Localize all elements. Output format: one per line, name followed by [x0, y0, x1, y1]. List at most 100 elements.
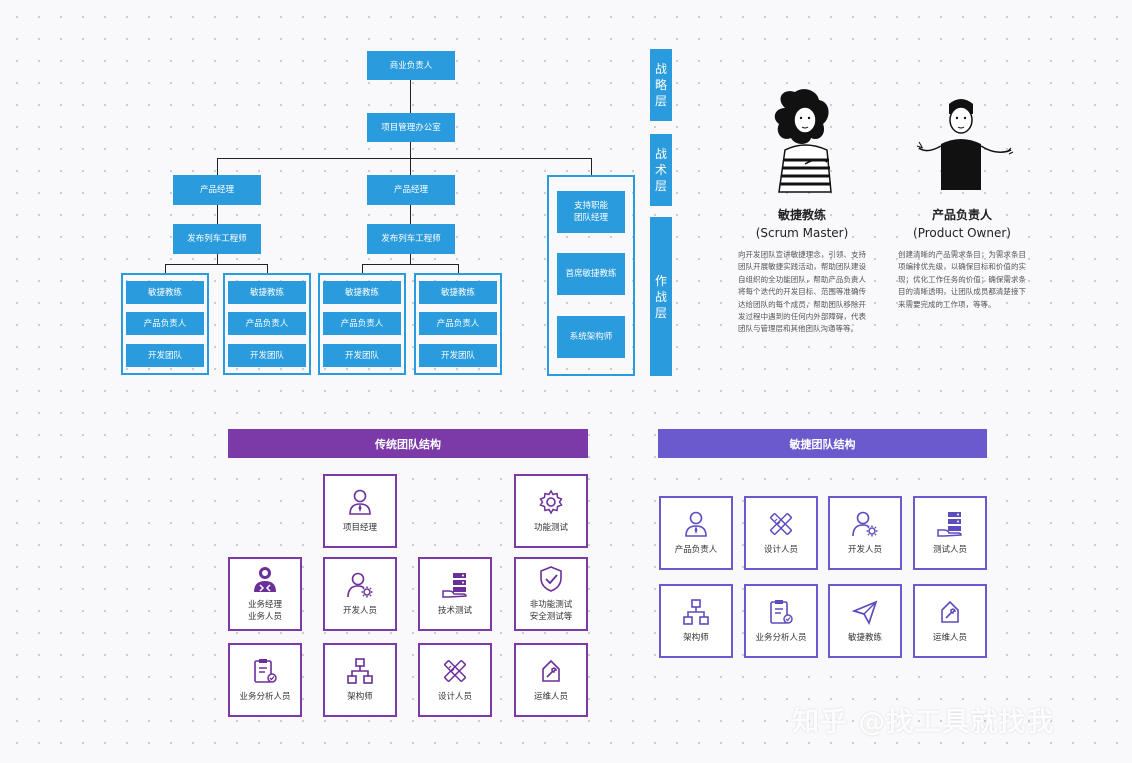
- server-hand-icon: [936, 510, 964, 538]
- connector: [410, 205, 411, 224]
- product-owner-description: 创建清晰的产品需求条目；为需求条目项编排优先级，以确保目标和价值的实现；优化工作…: [898, 250, 1026, 309]
- agile-card: 设计人员: [744, 496, 818, 570]
- layer-char: 战: [654, 147, 667, 161]
- card-label: 业务经理 业务人员: [247, 600, 282, 622]
- team-group: [318, 273, 406, 375]
- traditional-card: 功能测试: [514, 474, 588, 548]
- scrum-master-title: 敏捷教练: [777, 208, 826, 222]
- traditional-card: 技术测试: [418, 557, 492, 631]
- connector: [165, 264, 267, 265]
- card-label: 测试人员: [932, 545, 967, 555]
- team-group: [414, 273, 502, 375]
- team-item: 敏捷教练: [126, 281, 204, 304]
- org-node-pmo: 项目管理办公室: [367, 113, 455, 142]
- card-label: 开发人员: [847, 545, 882, 555]
- traditional-team-title: 传统团队结构: [228, 429, 588, 458]
- agile-card: 运维人员: [913, 584, 987, 658]
- layer-char: 术: [654, 163, 667, 177]
- card-label: 敏捷教练: [847, 633, 882, 643]
- traditional-card: 业务分析人员: [228, 643, 302, 717]
- org-node-mid-pm: 产品经理: [367, 175, 455, 205]
- card-label: 业务分析人员: [755, 633, 807, 643]
- person-tie-icon: [682, 510, 710, 538]
- layer-char: 略: [654, 78, 667, 92]
- server-hand-icon: [441, 571, 469, 599]
- traditional-card: 非功能测试 安全测试等: [514, 557, 588, 631]
- team-item: 敏捷教练: [419, 281, 497, 304]
- clipboard-icon: [767, 598, 795, 626]
- pencil-ruler-icon: [767, 510, 795, 538]
- product-owner-illustration: [916, 99, 1014, 190]
- agile-card: 架构师: [659, 584, 733, 658]
- card-label: 架构师: [683, 633, 709, 643]
- card-label: 非功能测试 安全测试等: [529, 600, 573, 622]
- agile-card: 敏捷教练: [828, 584, 902, 658]
- layer-operation: 作 战 层: [650, 217, 672, 376]
- shield-check-icon: [537, 565, 565, 593]
- connector: [217, 158, 591, 159]
- agile-card: 测试人员: [913, 496, 987, 570]
- paper-plane-icon: [851, 598, 879, 626]
- team-item: 开发团队: [228, 344, 306, 367]
- team-item: 开发团队: [323, 344, 401, 367]
- team-group: [121, 273, 209, 375]
- card-label: 运维人员: [932, 633, 967, 643]
- connector: [458, 264, 459, 273]
- layer-strategy: 战 略 层: [650, 49, 672, 121]
- connector: [410, 254, 411, 264]
- agile-card: 产品负责人: [659, 496, 733, 570]
- watermark: 知乎 @找工具就找我: [792, 707, 1055, 738]
- connector: [267, 264, 268, 273]
- support-item: 支持职能 团队经理: [557, 191, 625, 233]
- wrench-icon: [537, 657, 565, 685]
- product-owner-title: 产品负责人: [931, 208, 992, 222]
- clipboard-icon: [251, 657, 279, 685]
- traditional-card: 开发人员: [323, 557, 397, 631]
- team-group: [223, 273, 311, 375]
- traditional-card: 设计人员: [418, 643, 492, 717]
- layer-char: 战: [654, 62, 667, 76]
- card-label: 设计人员: [763, 545, 798, 555]
- connector: [362, 264, 458, 265]
- support-item: 首席敏捷教练: [557, 253, 625, 295]
- card-label: 技术测试: [437, 606, 472, 616]
- card-label: 功能测试: [533, 523, 568, 533]
- traditional-card: 项目经理: [323, 474, 397, 548]
- agile-card: 业务分析人员: [744, 584, 818, 658]
- product-owner-subtitle: (Product Owner): [913, 226, 1011, 240]
- agile-team-title: 敏捷团队结构: [658, 429, 987, 458]
- scrum-master-illustration: [774, 89, 832, 193]
- person-gear-icon: [851, 510, 879, 538]
- org-node-left-rte: 发布列车工程师: [173, 224, 261, 254]
- org-node-mid-rte: 发布列车工程师: [367, 224, 455, 254]
- card-label: 产品负责人: [674, 545, 718, 555]
- agile-card: 开发人员: [828, 496, 902, 570]
- connector: [217, 158, 218, 175]
- connector: [217, 254, 218, 264]
- hierarchy-icon: [682, 598, 710, 626]
- card-label: 架构师: [347, 692, 373, 702]
- connector: [165, 264, 166, 273]
- team-item: 产品负责人: [126, 312, 204, 335]
- person-tie-icon: [346, 488, 374, 516]
- scrum-master-description: 向开发团队宣讲敏捷理念，引领、支持团队开展敏捷实践活动，帮助团队建设自组织的全功…: [738, 250, 866, 334]
- person-gear-icon: [346, 571, 374, 599]
- team-item: 产品负责人: [323, 312, 401, 335]
- team-item: 产品负责人: [419, 312, 497, 335]
- support-group: [547, 175, 635, 376]
- card-label: 运维人员: [533, 692, 568, 702]
- gear-icon: [537, 488, 565, 516]
- card-label: 业务分析人员: [239, 692, 291, 702]
- org-node-left-pm: 产品经理: [173, 175, 261, 205]
- connector: [410, 80, 411, 113]
- team-item: 敏捷教练: [323, 281, 401, 304]
- support-item: 系统架构师: [557, 316, 625, 358]
- traditional-card: 业务经理 业务人员: [228, 557, 302, 631]
- layer-tactics: 战 术 层: [650, 134, 672, 206]
- card-label: 开发人员: [342, 606, 377, 616]
- pencil-ruler-icon: [441, 657, 469, 685]
- traditional-card: 架构师: [323, 643, 397, 717]
- team-item: 开发团队: [419, 344, 497, 367]
- card-label: 项目经理: [342, 523, 377, 533]
- connector: [591, 158, 592, 175]
